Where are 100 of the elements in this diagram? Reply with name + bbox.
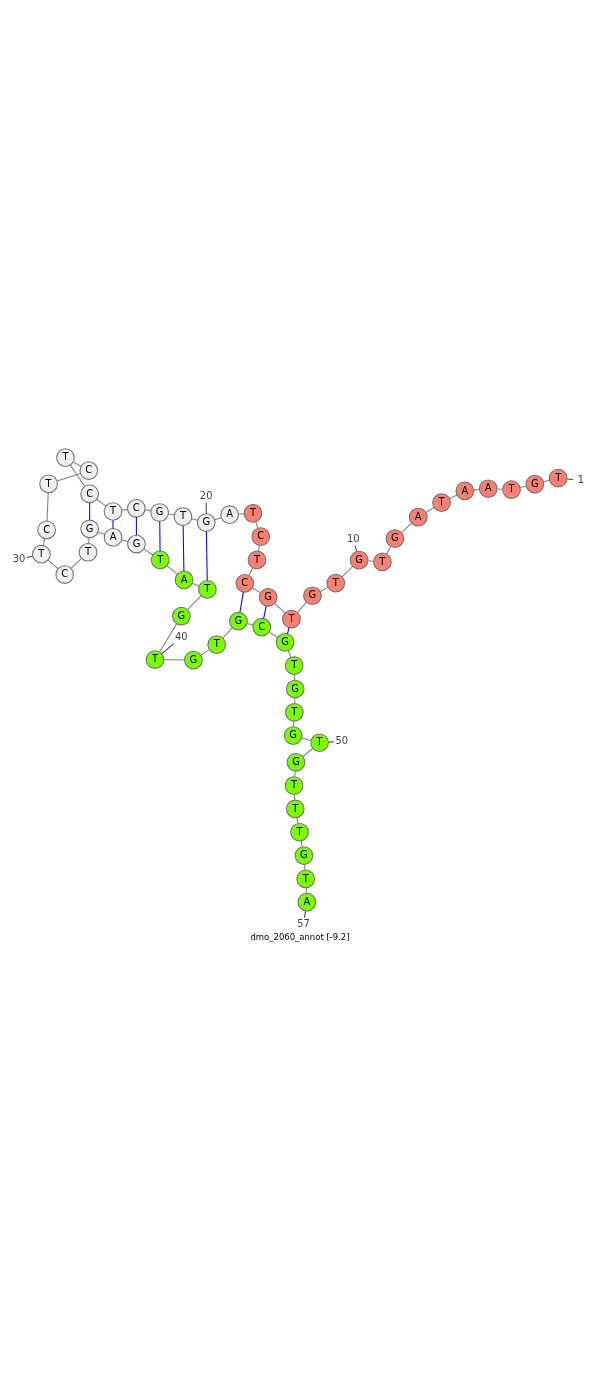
connector [274, 602, 286, 613]
node-circle: T [548, 468, 568, 487]
connector [144, 508, 152, 511]
connector [96, 498, 107, 507]
connector [252, 586, 262, 593]
node-text: 30 [12, 552, 26, 564]
connector [166, 564, 178, 575]
node-circle: T [39, 474, 58, 493]
node-circle: G [172, 606, 191, 625]
node-circle: C [252, 617, 272, 637]
node-circle: T [282, 609, 301, 628]
connector [286, 626, 290, 634]
node-circle: T [150, 550, 170, 569]
node-circle: A [455, 481, 475, 500]
node-circle: C [79, 460, 99, 480]
node-text: 40 [174, 630, 188, 642]
node-circle: T [243, 503, 263, 523]
node-circle: T [285, 702, 304, 722]
node-circle: G [229, 611, 248, 631]
node-circle: G [184, 650, 203, 669]
node-circle: T [284, 775, 304, 795]
node-circle: A [220, 504, 239, 524]
node-circle: G [285, 679, 305, 698]
node-circle: C [235, 573, 255, 593]
node-circle: G [127, 534, 146, 553]
node-circle: T [296, 869, 316, 888]
connector [519, 485, 527, 488]
connector [542, 479, 550, 482]
node-circle: C [251, 526, 271, 546]
node-circle: T [326, 573, 346, 592]
node-circle: G [80, 519, 100, 538]
node-circle: A [297, 892, 317, 912]
connector [26, 555, 34, 558]
node-circle: T [247, 550, 267, 569]
node-circle: C [126, 498, 146, 518]
node-text: 57 [297, 917, 310, 929]
connector [296, 601, 307, 613]
connector [69, 464, 86, 487]
connector [70, 557, 83, 569]
node-circle: T [198, 579, 217, 599]
connector [56, 472, 81, 482]
connector [205, 530, 208, 581]
connector [159, 622, 178, 652]
connector [327, 740, 335, 743]
node-circle: G [385, 528, 405, 548]
node-circle: T [32, 544, 51, 564]
node-text: 10 [346, 532, 360, 544]
node-circle: G [286, 752, 306, 772]
connector [263, 605, 267, 619]
connector [401, 522, 413, 533]
connector [425, 506, 435, 513]
connector [163, 658, 186, 660]
connector [294, 770, 296, 777]
connector [191, 582, 200, 586]
node-circle: C [37, 520, 56, 539]
node-text: 50 [335, 734, 349, 746]
node-circle: T [145, 649, 165, 669]
connector [97, 530, 106, 535]
node-circle: T [373, 552, 392, 571]
node-circle: T [502, 479, 521, 499]
node-circle: T [56, 447, 75, 467]
node-circle: A [174, 570, 194, 589]
connector [159, 520, 161, 552]
connector [367, 559, 374, 562]
connector [268, 631, 279, 638]
connector [566, 478, 574, 480]
connector [246, 622, 254, 625]
node-circle: G [275, 632, 295, 652]
connector [287, 649, 292, 658]
connector [293, 720, 295, 727]
connector [301, 736, 312, 741]
connector [300, 839, 303, 847]
connector [182, 524, 185, 572]
node-circle: G [349, 550, 369, 569]
connector [257, 544, 260, 552]
connector [496, 488, 504, 490]
node-circle: T [173, 506, 193, 526]
connector [239, 591, 244, 613]
node-circle: A [103, 527, 123, 547]
node-circle: T [103, 501, 123, 521]
node-circle: G [196, 512, 216, 532]
connector [89, 501, 91, 520]
connector [135, 516, 137, 536]
node-circle: G [258, 587, 278, 607]
node-circle: T [78, 542, 98, 562]
connector [200, 648, 210, 656]
connector [354, 544, 358, 552]
node-circle: T [207, 634, 227, 654]
connector [222, 626, 233, 638]
connector [238, 512, 245, 515]
connector [448, 493, 458, 499]
connector [46, 491, 49, 522]
connector [319, 586, 329, 592]
node-text: 20 [199, 489, 213, 501]
node-circle: T [290, 822, 309, 842]
node-circle: T [284, 655, 304, 675]
connector [47, 559, 59, 569]
connector [72, 461, 82, 467]
caption: dmo_2060_annot [-9.2] [250, 931, 350, 942]
connector [302, 747, 314, 757]
